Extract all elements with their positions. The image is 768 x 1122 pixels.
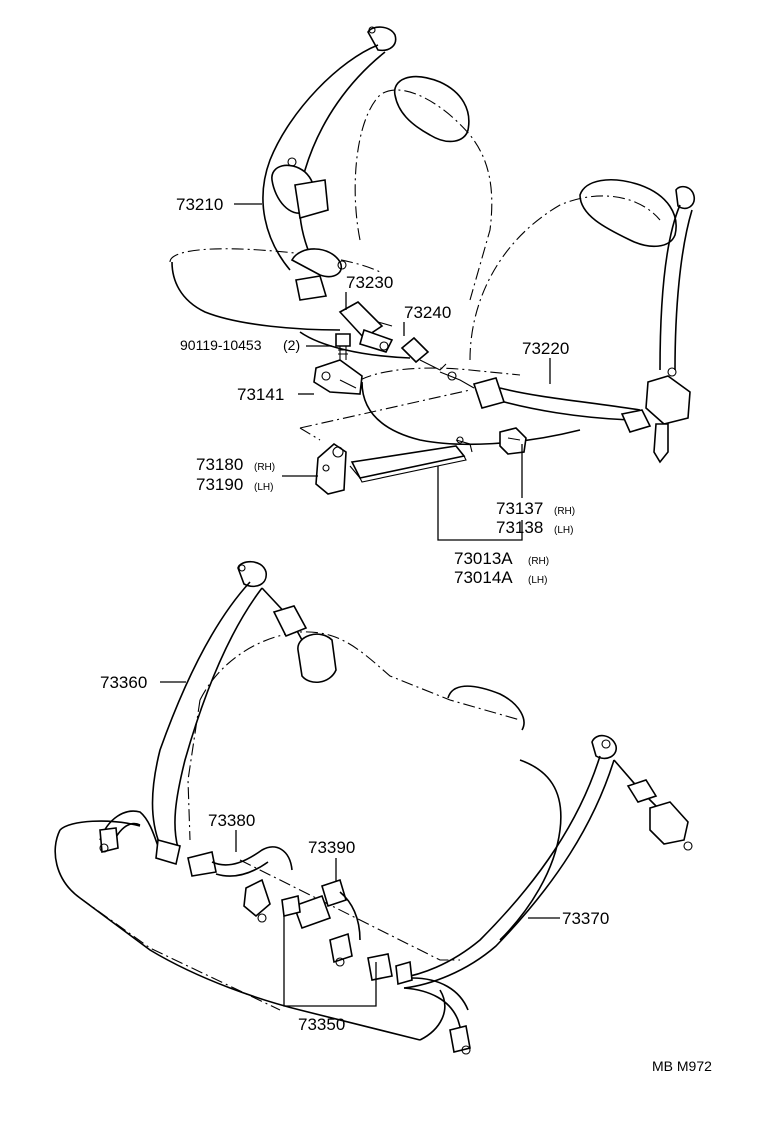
rear-seat (54, 631, 562, 1041)
label-90119-qty: (2) (283, 337, 300, 353)
label-73190-side: (LH) (254, 482, 273, 493)
label-73390: 73390 (308, 838, 355, 857)
label-73014A-side: (LH) (528, 575, 547, 586)
part-73141-bracket (313, 359, 363, 395)
label-73180: 73180 (196, 455, 243, 474)
label-73138-side: (LH) (554, 525, 573, 536)
part-73370-belt (367, 734, 693, 1055)
part-73240-cover (400, 336, 447, 371)
front-right-seat (299, 179, 677, 446)
label-73013A-side: (RH) (528, 556, 549, 567)
front-left-seat (169, 75, 493, 359)
part-73220-belt (439, 185, 696, 464)
label-73141: 73141 (237, 385, 284, 404)
label-73180-side: (RH) (254, 462, 275, 473)
part-73180-anchor (315, 442, 347, 495)
label-73350: 73350 (298, 1015, 345, 1034)
part-73137-cover (499, 427, 527, 455)
part-73013A-rail (349, 436, 473, 483)
part-73360-belt (99, 560, 337, 866)
label-73137: 73137 (496, 499, 543, 518)
label-73380: 73380 (208, 811, 255, 830)
label-73013A: 73013A (454, 549, 513, 568)
part-73390-buckle (281, 878, 361, 967)
leader-lines (160, 203, 560, 1007)
part-90119-bolt (335, 333, 351, 360)
label-73230: 73230 (346, 273, 393, 292)
figure-code: MB M972 (652, 1058, 712, 1074)
part-73380-belt (187, 846, 293, 923)
label-73137-side: (RH) (554, 506, 575, 517)
part-73210-belt (262, 26, 397, 301)
label-73138: 73138 (496, 518, 543, 537)
label-73220: 73220 (522, 339, 569, 358)
label-73360: 73360 (100, 673, 147, 692)
label-73210: 73210 (176, 195, 223, 214)
label-73240: 73240 (404, 303, 451, 322)
part-labels: 73210 73230 73240 73220 90119-10453 (2) … (100, 195, 712, 1074)
label-73014A: 73014A (454, 568, 513, 587)
label-90119: 90119-10453 (180, 337, 262, 353)
label-73370: 73370 (562, 909, 609, 928)
part-73230-buckle (338, 301, 394, 353)
label-73190: 73190 (196, 475, 243, 494)
